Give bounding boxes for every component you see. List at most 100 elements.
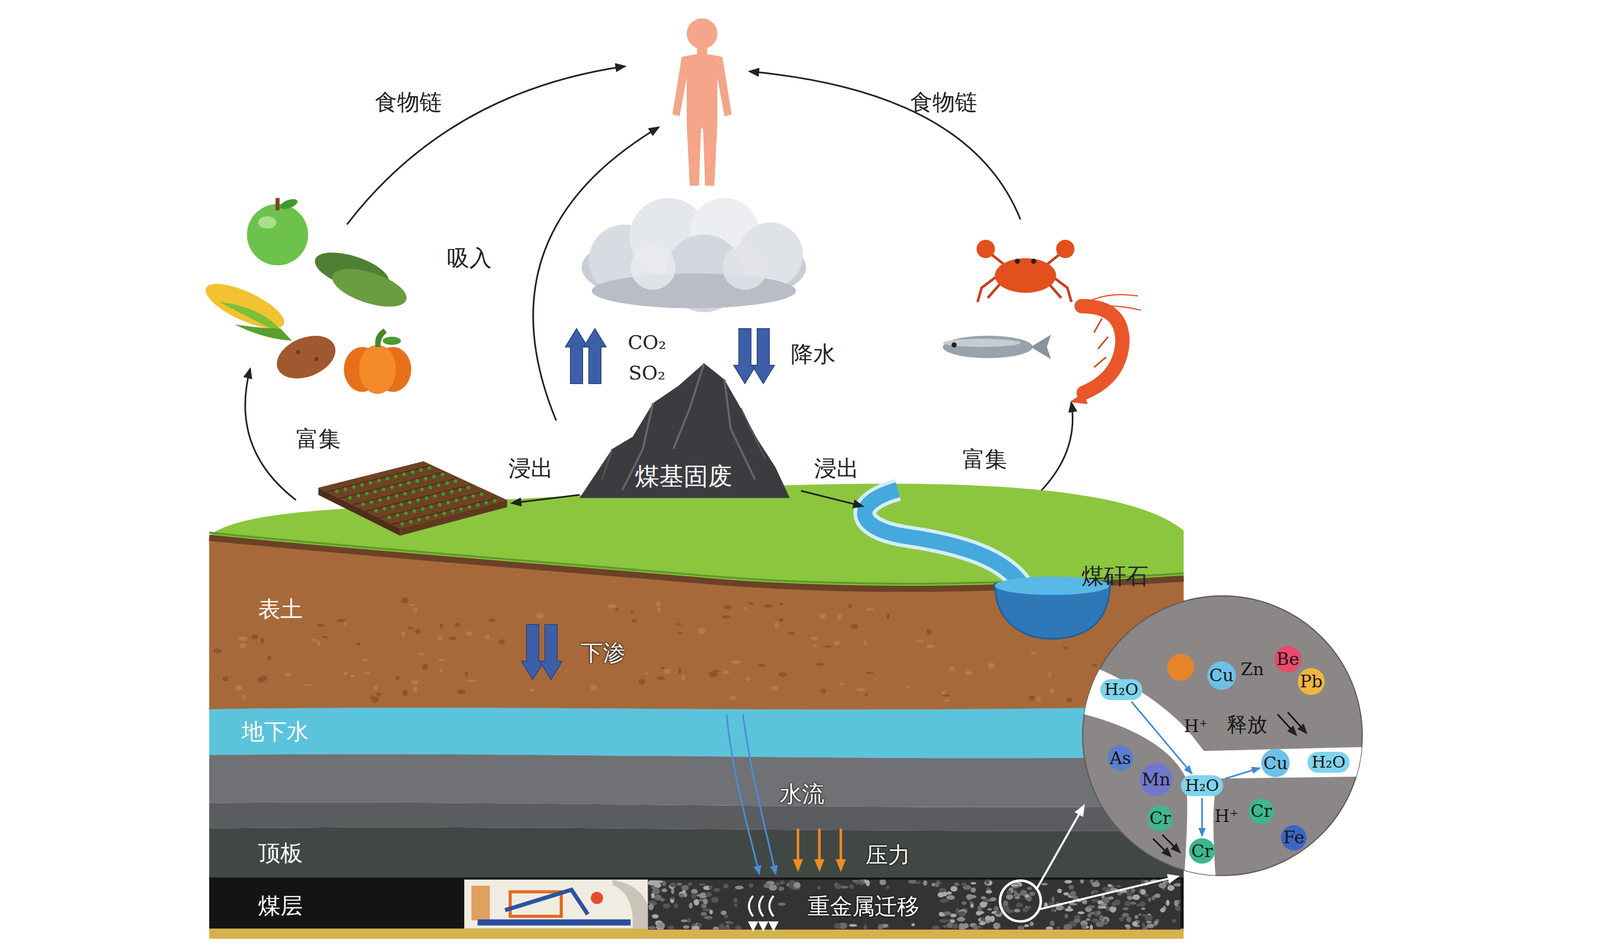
gravel-part [932, 925, 941, 930]
gravel-part [961, 882, 968, 887]
soil-dots-part [906, 685, 910, 688]
gravel-part [1107, 883, 1112, 887]
crop-rows-part [394, 493, 399, 498]
gravel-part [688, 902, 693, 909]
gravel-part [691, 925, 700, 930]
gravel-part [1019, 889, 1028, 896]
crop-rows-part [403, 491, 407, 496]
soil-dots-part [1066, 697, 1073, 703]
soil-dots-part [257, 677, 266, 683]
molecule-formula: H₂O [1185, 776, 1220, 795]
crops [200, 197, 412, 394]
gravel-part [734, 903, 738, 908]
process-label: 水流 [779, 780, 825, 807]
soil-dots-part [731, 660, 741, 664]
soil-dots-part [864, 692, 869, 697]
aquatic-animals-part [995, 258, 1057, 293]
gravel-part [863, 923, 868, 930]
soil-dots-part [437, 658, 445, 662]
gravel-part [946, 894, 955, 900]
gravel-part [683, 892, 688, 898]
label-holder: H⁺ [1184, 716, 1209, 737]
gravel-part [1173, 899, 1179, 907]
soil-dots-part [1036, 696, 1042, 702]
crop-rows-part [374, 508, 378, 513]
gravel-part [1126, 891, 1133, 896]
infiltration-arrows [521, 624, 563, 680]
label-holder: 富集 [962, 446, 1008, 473]
aquatic-animals-part [976, 239, 996, 259]
element-circle: Cr [1248, 798, 1274, 824]
soil-dots-part [284, 672, 292, 677]
soil-dots-part [488, 618, 496, 622]
gravel-part [674, 903, 679, 909]
pathway-arrows-part [750, 71, 1021, 220]
gravel-part [1022, 907, 1029, 913]
gravel-part [996, 911, 1001, 915]
gravel-part [970, 881, 977, 885]
pathway-label: 浸出 [508, 455, 554, 482]
gravel-part [1102, 886, 1110, 891]
aquatic-animals-part [1069, 392, 1088, 404]
soil-dots-part [401, 597, 409, 604]
crop-rows-part [377, 498, 382, 502]
crop-rows-part [404, 510, 408, 515]
gravel-part [1024, 924, 1029, 927]
crop-rows-part [445, 500, 450, 505]
gravel-part [1144, 893, 1149, 897]
soil-dots-part [1028, 695, 1035, 701]
molecule-formula: H₂O [1311, 752, 1346, 772]
label-holder: 水流 [779, 780, 825, 807]
crop-rows-part [365, 484, 471, 511]
gravel-part [1006, 890, 1012, 895]
crop-rows-part [437, 502, 442, 507]
aquatic-animals-part [1030, 334, 1051, 360]
leach-arrows [512, 490, 862, 506]
crop-rows-part [361, 502, 365, 506]
crop-rows-part [381, 487, 386, 492]
mine-tunnel-part [504, 889, 588, 914]
soil-dots-part [948, 666, 955, 672]
infiltration-arrows-part [539, 624, 563, 680]
soil-dots-part [412, 608, 419, 613]
gravel-part [1063, 891, 1070, 895]
element-circle: Cu [1207, 661, 1236, 690]
ground-surface-part [209, 532, 1184, 584]
roof-band: 顶板 [209, 828, 1184, 878]
process-label: 重金属迁移 [807, 892, 920, 919]
pore-crack-part [1076, 661, 1368, 888]
gravel-part [1122, 912, 1129, 917]
gravel-part [840, 885, 849, 889]
infiltration-arrows-part [521, 624, 544, 680]
gravel-part [680, 919, 688, 922]
crop-rows-part [391, 497, 497, 525]
crop-rows-part [466, 485, 471, 490]
release-arrows [1153, 712, 1306, 856]
crop-rows-part [356, 493, 361, 498]
gravel-part [1049, 920, 1055, 926]
crop-rows-part [445, 481, 450, 485]
label-holder: 下渗 [580, 640, 626, 666]
pathway-label: 富集 [962, 446, 1008, 473]
gas-arrows-part [733, 328, 756, 384]
gravel-part [1153, 920, 1158, 925]
gravel-part [1069, 902, 1078, 906]
gravel-part [1174, 905, 1181, 912]
crop-rows-part [421, 506, 425, 511]
gravel-part [1069, 892, 1076, 897]
soil-dots-part [316, 623, 325, 628]
soil-dots-part [678, 667, 682, 675]
gravel-part [993, 922, 1001, 928]
strata-part [209, 753, 1184, 807]
soil-dots-part [343, 671, 348, 676]
crop-rows-part [347, 495, 352, 500]
gravel-part [911, 922, 915, 926]
gravel-part [1124, 900, 1131, 906]
soil-dots-part [656, 676, 666, 680]
gravel-part [698, 883, 706, 886]
soil-dots-part [630, 610, 634, 614]
crop-rows-part [436, 483, 441, 488]
soil-dots-part [395, 675, 400, 681]
gas-arrows-part [752, 328, 775, 384]
gravel-part [1086, 905, 1096, 909]
